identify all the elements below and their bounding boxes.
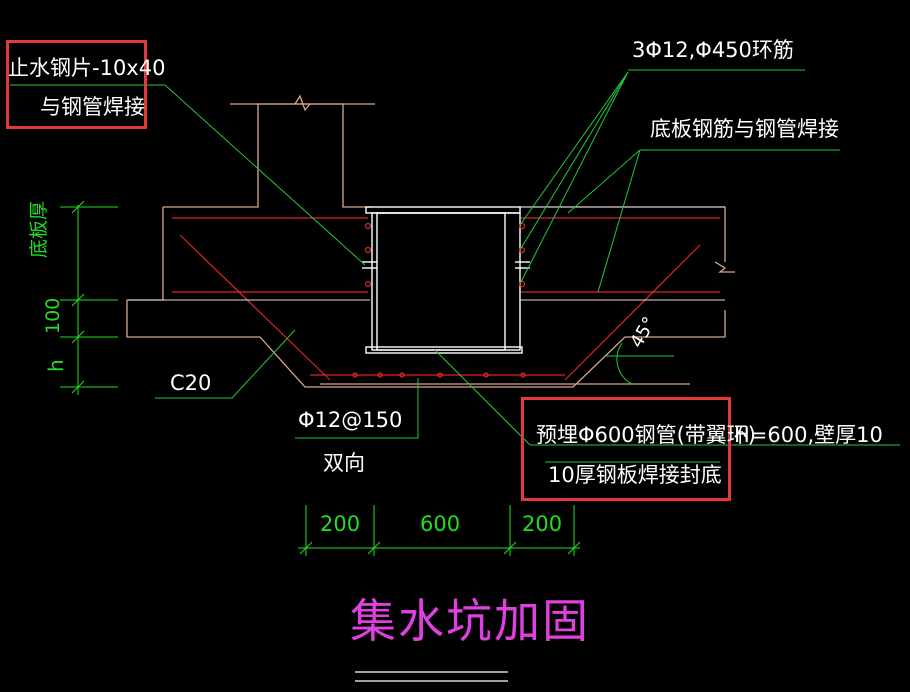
pipe-label-line2: 10厚钢板焊接封底	[548, 463, 722, 487]
pipe-label-line1-boxed: 预埋Φ600钢管(带翼环)	[536, 423, 756, 447]
rebar-dots	[352, 222, 526, 378]
leader-lines	[10, 69, 900, 463]
dim-h-label: h	[44, 359, 68, 372]
steel-pipe	[362, 206, 530, 354]
bottom-rebar-label-line1: Φ12@150	[298, 408, 403, 432]
slab-thickness-label: 底板厚	[28, 200, 50, 258]
drawing-title: 集水坑加固	[350, 594, 590, 648]
slab-lines	[128, 206, 725, 301]
dim-left-label: 200	[320, 512, 361, 536]
dim-100-label: 100	[42, 297, 64, 334]
highlight-box-pipe	[521, 397, 731, 501]
highlight-box-stop-plate	[6, 40, 147, 129]
left-dimension	[60, 200, 118, 395]
stop-plate-label-line2: 与钢管焊接	[40, 95, 145, 119]
bottom-dimension	[298, 505, 581, 556]
break-mark	[294, 94, 311, 112]
title-underline	[355, 671, 508, 682]
bottom-rebar-label-line2: 双向	[323, 451, 365, 475]
pipe-label-line1-rest: H=600,壁厚10	[734, 423, 883, 447]
ring-rebar-label: 3Φ12,Φ450环筋	[632, 38, 794, 62]
dim-right-label: 200	[522, 512, 563, 536]
stop-plate-label-line1: 止水钢片-10x40	[8, 56, 166, 80]
dim-mid-label: 600	[420, 512, 461, 536]
slab-rebar-weld-label: 底板钢筋与钢管焊接	[650, 117, 839, 141]
concrete-grade-label: C20	[170, 371, 212, 395]
